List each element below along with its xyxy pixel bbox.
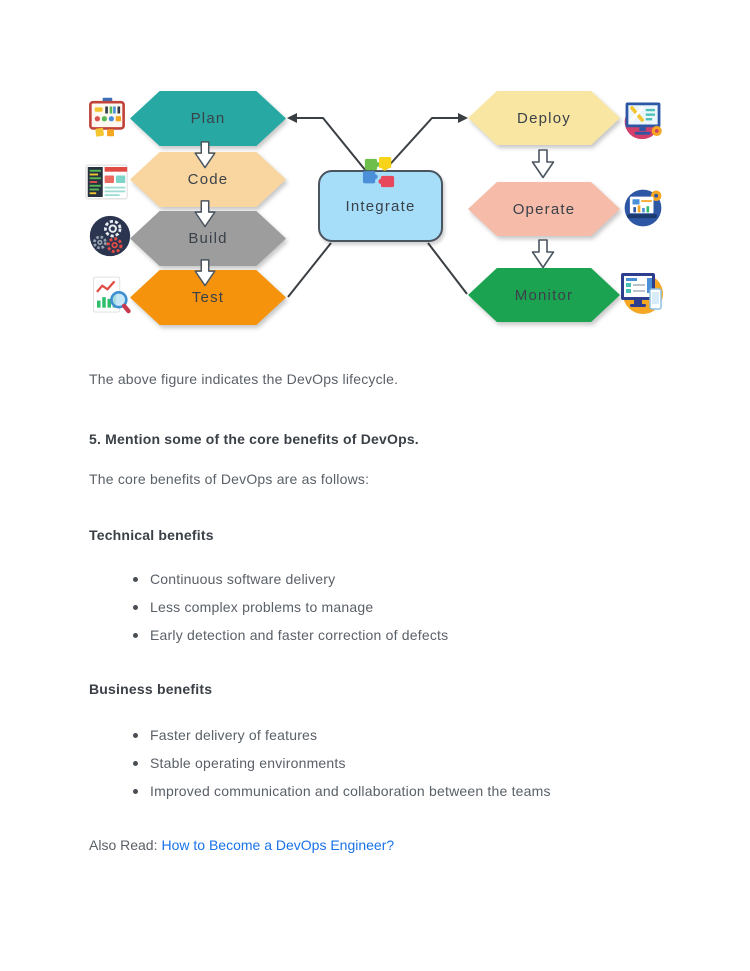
- node-test-label: Test: [191, 289, 225, 306]
- node-code-label: Code: [187, 171, 229, 188]
- down-arrow-icon: [193, 200, 217, 228]
- monitor-checklist-icon: [617, 270, 665, 314]
- node-deploy-shape: Deploy: [468, 91, 620, 145]
- technical-benefits-list: Continuous software delivery Less comple…: [133, 565, 448, 649]
- also-read-line: Also Read:How to Become a DevOps Enginee…: [89, 837, 394, 853]
- deploy-tools-icon: [621, 97, 665, 141]
- node-deploy: Deploy: [468, 91, 620, 145]
- list-item-text: Improved communication and collaboration…: [150, 783, 551, 799]
- section-heading-business: Business benefits: [89, 681, 213, 697]
- down-arrow-icon: [531, 149, 555, 179]
- test-analysis-icon: [90, 274, 132, 315]
- node-plan-shape: Plan: [130, 91, 286, 146]
- down-arrow-icon: [193, 259, 217, 287]
- integrate-puzzle-icon: [358, 156, 400, 190]
- list-item: Continuous software delivery: [133, 565, 448, 593]
- node-plan: Plan: [130, 91, 286, 146]
- build-gears-icon: [88, 214, 132, 258]
- down-arrow-icon: [531, 239, 555, 269]
- node-monitor: Monitor: [468, 268, 620, 322]
- list-item-text: Faster delivery of features: [150, 727, 318, 743]
- bullet-icon: [133, 732, 138, 738]
- node-monitor-label: Monitor: [514, 286, 574, 304]
- intro-text: The core benefits of DevOps are as follo…: [89, 471, 370, 487]
- node-plan-label: Plan: [190, 110, 226, 127]
- list-item: Improved communication and collaboration…: [133, 777, 551, 805]
- also-read-prefix: Also Read:: [89, 837, 158, 853]
- list-item: Less complex problems to manage: [133, 593, 448, 621]
- bullet-icon: [133, 632, 138, 638]
- code-editor-icon: [84, 163, 129, 201]
- list-item: Faster delivery of features: [133, 721, 551, 749]
- list-item: Stable operating environments: [133, 749, 551, 777]
- node-build-label: Build: [188, 230, 228, 247]
- node-deploy-label: Deploy: [517, 109, 571, 127]
- node-monitor-shape: Monitor: [468, 268, 620, 322]
- operate-laptop-icon: [622, 187, 664, 229]
- list-item-text: Early detection and faster correction of…: [150, 627, 449, 643]
- question-heading: 5. Mention some of the core benefits of …: [89, 431, 419, 447]
- connector-lines: [287, 113, 468, 298]
- node-operate-label: Operate: [512, 200, 576, 218]
- list-item-text: Stable operating environments: [150, 755, 346, 771]
- figure-caption: The above figure indicates the DevOps li…: [89, 371, 399, 387]
- node-operate-shape: Operate: [468, 182, 620, 236]
- list-item-text: Continuous software delivery: [150, 571, 336, 587]
- bullet-icon: [133, 760, 138, 766]
- devops-lifecycle-diagram: Plan Code Build Test Deploy Operat: [0, 0, 750, 350]
- list-item-text: Less complex problems to manage: [150, 599, 374, 615]
- business-benefits-list: Faster delivery of features Stable opera…: [133, 721, 551, 805]
- bullet-icon: [133, 576, 138, 582]
- section-heading-technical: Technical benefits: [89, 527, 214, 543]
- bullet-icon: [133, 604, 138, 610]
- plan-board-icon: [86, 96, 128, 138]
- also-read-link[interactable]: How to Become a DevOps Engineer?: [161, 837, 395, 853]
- bullet-icon: [133, 788, 138, 794]
- node-integrate-label: Integrate: [345, 197, 416, 215]
- node-operate: Operate: [468, 182, 620, 236]
- list-item: Early detection and faster correction of…: [133, 621, 448, 649]
- down-arrow-icon: [193, 141, 217, 169]
